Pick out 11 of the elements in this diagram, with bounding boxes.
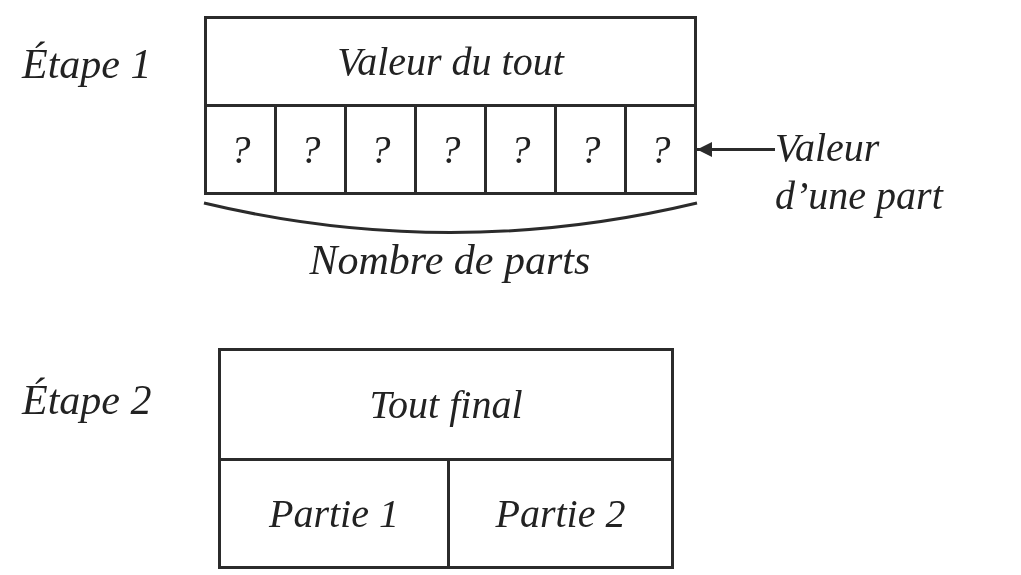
- part-segment: Partie 1: [218, 458, 450, 569]
- callout-text: Valeur d’une part: [775, 124, 965, 220]
- whole-bar: Tout final: [218, 348, 674, 461]
- step-label: Étape 1: [22, 40, 152, 89]
- bracket-label: Nombre de parts: [309, 236, 591, 285]
- whole-value-bar: Valeur du tout: [204, 16, 697, 107]
- arrow: [697, 142, 775, 157]
- part-segment: ?: [204, 104, 277, 195]
- part-segment: Partie 2: [447, 458, 674, 569]
- part-segment: ?: [624, 104, 697, 195]
- step-label: Étape 2: [22, 376, 152, 425]
